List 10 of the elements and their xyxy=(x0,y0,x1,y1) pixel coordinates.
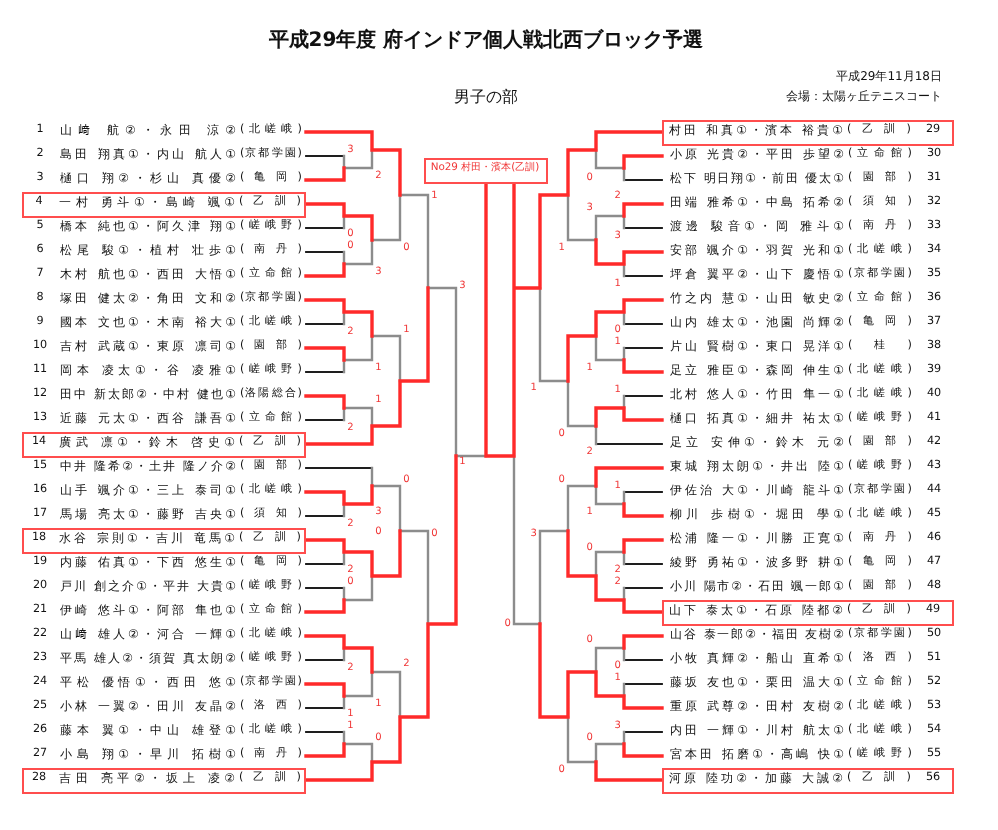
entry-highlight-box xyxy=(22,527,306,553)
entry-highlight-box xyxy=(22,431,306,457)
entry-highlight-box xyxy=(662,119,954,145)
entry-highlight-box xyxy=(662,767,954,793)
entry-highlight-box xyxy=(22,767,306,793)
entry-highlight-box xyxy=(22,191,306,217)
tournament-title: 平成29年度 府インドア個人戦北西ブロック予選 xyxy=(268,32,704,52)
section-heading: 男子の部 xyxy=(454,90,518,106)
entry-highlight-box xyxy=(662,599,954,625)
champion-box xyxy=(424,158,548,184)
